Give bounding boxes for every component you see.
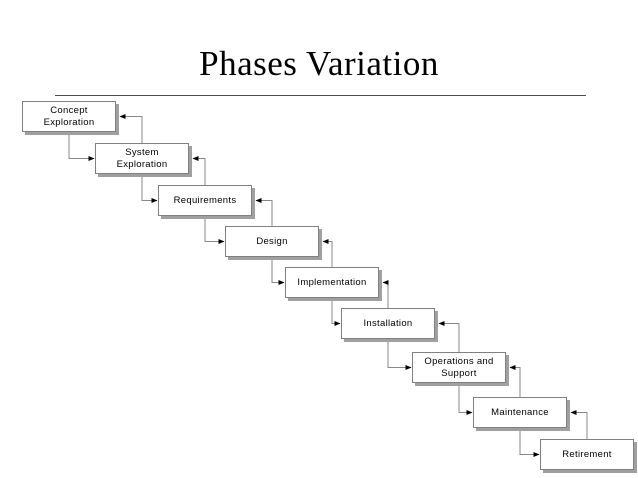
phase-box-label: Requirements [173, 194, 237, 206]
page-title: Phases Variation [199, 44, 439, 83]
connector-forward [387, 339, 412, 370]
phase-box-design: Design [225, 226, 319, 257]
phase-box-label: Maintenance [491, 406, 549, 418]
connector-feedback [322, 239, 333, 267]
phase-box-label: Implementation [297, 276, 367, 288]
phase-box-maintenance: Maintenance [473, 397, 567, 428]
phase-box-label: Retirement [562, 448, 612, 460]
connector-forward [458, 383, 473, 415]
title-underline [55, 95, 586, 96]
phase-box-installation: Installation [341, 308, 435, 339]
connector-feedback [570, 410, 588, 439]
phase-box-label: Operations and Support [424, 356, 494, 379]
connector-forward [331, 298, 341, 326]
connector-feedback [119, 114, 143, 143]
phase-box-label: Design [256, 235, 288, 247]
phase-box-label: System Exploration [116, 147, 168, 170]
connector-forward [519, 428, 540, 457]
phase-box-operations-and-support: Operations and Support [412, 352, 506, 383]
connector-feedback [255, 198, 273, 226]
connector-forward [204, 216, 225, 244]
connector-forward [271, 257, 285, 285]
phase-box-retirement: Retirement [540, 439, 634, 470]
connector-forward [68, 132, 95, 161]
connector-feedback [382, 280, 389, 308]
phase-box-requirements: Requirements [158, 185, 252, 216]
phase-box-label: Concept Exploration [43, 105, 95, 128]
connector-feedback [438, 321, 460, 352]
phase-box-implementation: Implementation [285, 267, 379, 298]
phase-box-label: Installation [363, 317, 413, 329]
connector-feedback [509, 365, 521, 397]
phase-box-system-exploration: System Exploration [95, 143, 189, 174]
phase-box-concept-exploration: Concept Exploration [22, 101, 116, 132]
connector-feedback [192, 156, 206, 185]
connector-forward [141, 174, 158, 203]
